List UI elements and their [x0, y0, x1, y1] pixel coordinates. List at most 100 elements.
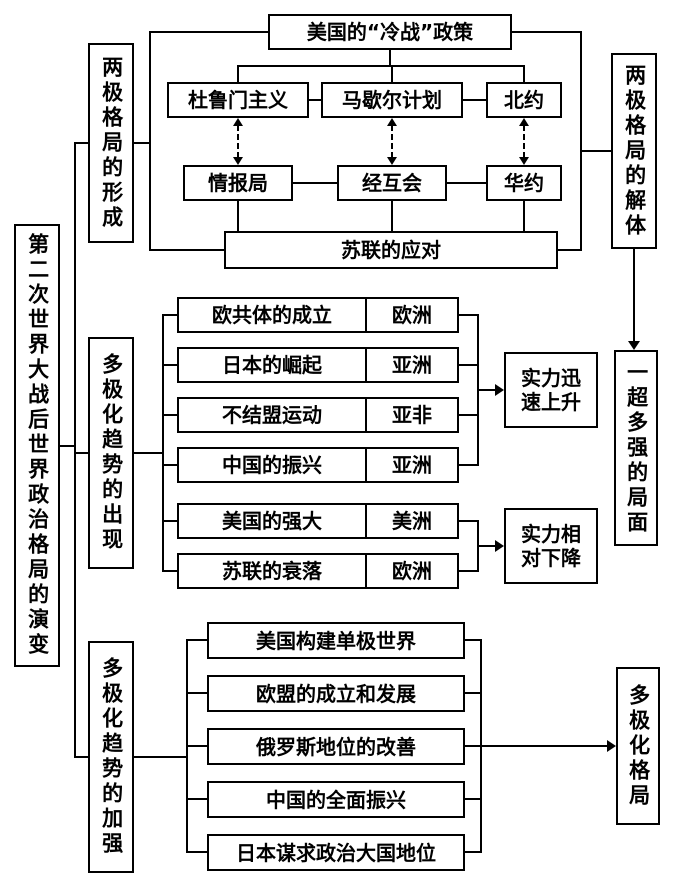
arrowhead-right-icon [495, 540, 504, 552]
connector [512, 31, 582, 33]
node-marshall-plan: 马歇尔计划 [321, 82, 463, 118]
arrowhead-up-icon [519, 118, 529, 126]
connector [459, 464, 479, 466]
connector [186, 692, 209, 694]
dashed-connector [237, 125, 239, 158]
connector [523, 201, 525, 232]
node-root: 第二次世界大战后世界政治格局的演变 [14, 224, 60, 667]
connector [162, 314, 164, 572]
connector [391, 201, 393, 232]
connector [447, 182, 488, 184]
connector [134, 142, 151, 144]
node-one-super-many-strong: 一超多强的局面 [614, 350, 658, 546]
node-china-revival: 中国的振兴 [177, 447, 367, 483]
connector [149, 31, 151, 251]
node-bipolar-disintegration: 两极格局的解体 [611, 53, 657, 249]
connector [186, 851, 209, 853]
connector [459, 520, 479, 522]
connector [74, 142, 76, 758]
connector [149, 249, 226, 251]
node-region-asia-africa: 亚非 [365, 397, 459, 433]
node-ec-founding: 欧共体的成立 [177, 297, 367, 333]
connector [477, 389, 497, 391]
connector [580, 31, 582, 251]
connector [580, 150, 613, 152]
dashed-connector [391, 125, 393, 158]
connector [389, 50, 391, 67]
node-multipolar-pattern: 多极化格局 [616, 667, 660, 825]
node-nato: 北约 [486, 82, 562, 118]
connector [293, 182, 339, 184]
connector [162, 364, 179, 366]
connector [391, 65, 393, 82]
node-region-europe-2: 欧洲 [365, 553, 459, 589]
connector [237, 65, 239, 82]
arrowhead-right-icon [607, 740, 616, 752]
arrowhead-right-icon [495, 384, 504, 396]
arrowhead-down-icon [387, 157, 397, 165]
connector [162, 464, 179, 466]
node-branch-formation: 两极格局的形成 [88, 43, 134, 243]
node-russia-status: 俄罗斯地位的改善 [207, 728, 465, 765]
connector [465, 851, 482, 853]
connector [149, 31, 268, 33]
connector [459, 314, 479, 316]
connector [465, 745, 482, 747]
connector [459, 414, 479, 416]
connector [465, 692, 482, 694]
connector [74, 452, 90, 454]
node-japan-rise: 日本的崛起 [177, 347, 367, 383]
node-eu-development: 欧盟的成立和发展 [207, 675, 465, 712]
connector [162, 520, 179, 522]
node-us-power: 美国的强大 [177, 503, 367, 539]
node-branch-emergence: 多极化趋势的出现 [88, 337, 134, 569]
connector [134, 756, 188, 758]
connector [237, 65, 525, 67]
arrowhead-down-icon [233, 157, 243, 165]
node-comecon: 经互会 [337, 165, 447, 201]
node-strength-rising: 实力迅速上升 [504, 352, 598, 428]
connector [463, 99, 488, 101]
node-cominform: 情报局 [183, 165, 293, 201]
connector [186, 745, 209, 747]
connector [309, 99, 323, 101]
node-region-asia-2: 亚洲 [365, 447, 459, 483]
connector [74, 756, 90, 758]
connector [162, 570, 179, 572]
node-region-asia-1: 亚洲 [365, 347, 459, 383]
node-soviet-response: 苏联的应对 [224, 231, 558, 269]
arrowhead-down-icon [519, 157, 529, 165]
node-warsaw-pact: 华约 [486, 165, 562, 201]
node-strength-declining: 实力相对下降 [504, 508, 598, 584]
connector [162, 414, 179, 416]
node-us-unipolar: 美国构建单极世界 [207, 622, 465, 659]
connector [60, 445, 76, 447]
connector [477, 545, 497, 547]
connector [459, 364, 479, 366]
node-branch-strengthening: 多极化趋势的加强 [88, 641, 134, 873]
dashed-connector [523, 125, 525, 158]
node-non-aligned: 不结盟运动 [177, 397, 367, 433]
connector [237, 201, 239, 232]
arrowhead-up-icon [233, 118, 243, 126]
connector [465, 639, 482, 641]
arrowhead-up-icon [387, 118, 397, 126]
connector [162, 314, 179, 316]
connector [523, 65, 525, 82]
connector [186, 639, 209, 641]
connector [465, 798, 482, 800]
connector [459, 570, 479, 572]
node-soviet-decline: 苏联的衰落 [177, 553, 367, 589]
arrowhead-down-icon [628, 341, 640, 350]
connector [558, 249, 582, 251]
connector [186, 798, 209, 800]
connector [74, 142, 90, 144]
connector [633, 249, 635, 343]
node-japan-political-power: 日本谋求政治大国地位 [207, 834, 465, 871]
node-region-europe-1: 欧洲 [365, 297, 459, 333]
connector [134, 452, 164, 454]
node-china-full-revival: 中国的全面振兴 [207, 781, 465, 818]
node-coldwar-policy: 美国的“冷战”政策 [268, 14, 512, 50]
node-truman-doctrine: 杜鲁门主义 [167, 82, 309, 118]
